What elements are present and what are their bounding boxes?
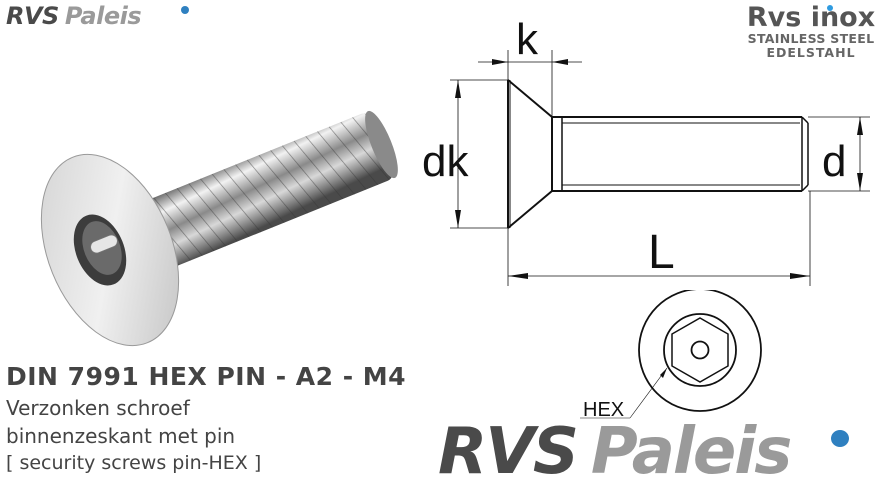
- inox-stainless: STAINLESS STEEL: [747, 31, 875, 46]
- inox-edelstahl: EDELSTAHL: [766, 45, 856, 60]
- technical-drawing-side: k dk d L: [422, 15, 870, 286]
- technical-drawing-top: HEX: [580, 290, 762, 421]
- product-desc-2: binnenzeskant met pin: [6, 424, 236, 448]
- logo-paleis-text: Paleis: [64, 2, 142, 30]
- logo-rvs-text: RVS: [6, 2, 59, 30]
- label-L: L: [648, 226, 675, 279]
- logo-large-dot-icon: [831, 430, 849, 447]
- label-dk: dk: [422, 137, 469, 186]
- screw-photo: [40, 110, 398, 347]
- product-title: DIN 7991 HEX PIN - A2 - M4: [6, 362, 407, 391]
- inox-title: Rvs inox: [736, 4, 886, 32]
- product-desc-3: [ security screws pin-HEX ]: [6, 452, 262, 474]
- label-hex: HEX: [583, 399, 624, 421]
- logo-large-paleis-text: Paleis: [590, 415, 792, 489]
- label-k: k: [516, 15, 539, 64]
- logo-dot-icon: [181, 6, 189, 14]
- inox-badge: Rvs inox STAINLESS STEEL EDELSTAHL: [736, 4, 886, 60]
- inox-dot-icon: [827, 5, 833, 11]
- inox-title-text: Rvs inox: [746, 2, 876, 33]
- logo-large-rvs-text: RVS: [438, 415, 579, 489]
- product-desc-1: Verzonken schroef: [6, 396, 190, 420]
- label-d: d: [822, 137, 846, 186]
